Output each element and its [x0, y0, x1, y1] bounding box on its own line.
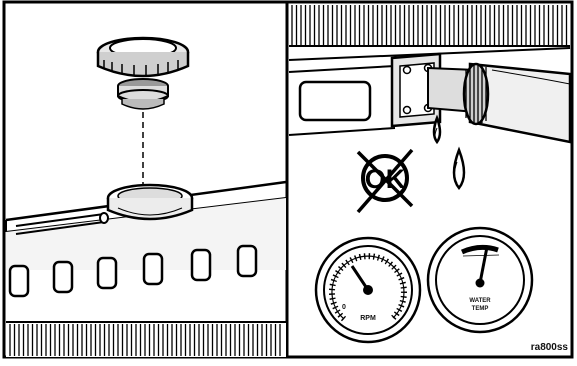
water-temp-gauge: WATER TEMP [428, 228, 532, 332]
temp-label-line1: WATER [469, 298, 491, 304]
tachometer-gauge: 0 RPM [316, 238, 420, 342]
temp-label-line2: TEMP [472, 306, 489, 312]
radiator-core [6, 322, 286, 357]
reference-code: ra800ss [531, 342, 569, 353]
filler-neck [108, 185, 192, 219]
rpm-zero-mark: 0 [342, 304, 346, 311]
body-slot [300, 82, 370, 120]
rpm-label: RPM [360, 315, 376, 322]
